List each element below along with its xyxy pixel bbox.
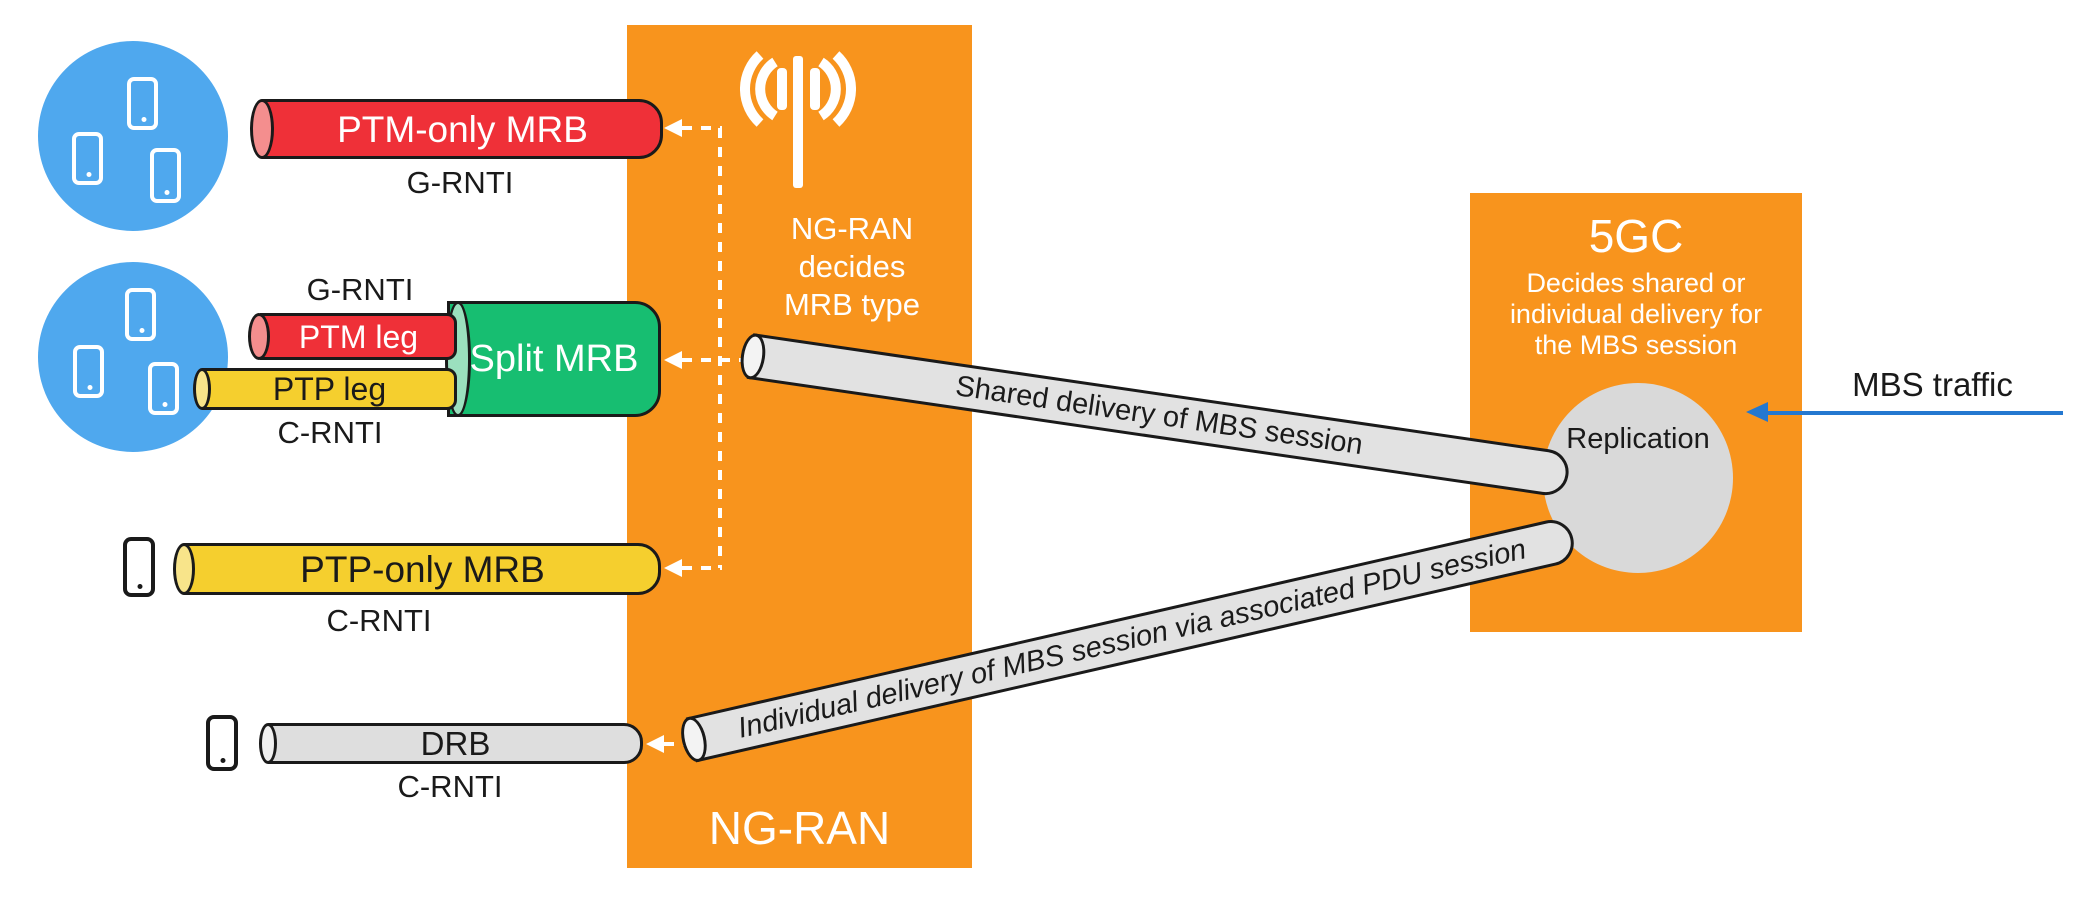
bearer-ptp-only-cap	[173, 543, 195, 595]
phone-icon	[125, 288, 156, 341]
ng-ran-label: NG-RAN	[708, 802, 891, 854]
dashed-connector-to-drb	[664, 742, 690, 746]
ptm-only-rnti-label: G-RNTI	[406, 164, 514, 200]
phone-icon	[127, 77, 158, 130]
dashed-arrowhead-ptp-only	[664, 559, 682, 577]
ptm-leg-rnti-label: G-RNTI	[306, 271, 414, 307]
bearer-drb: DRB	[268, 723, 643, 764]
dashed-connector-to-ptp-only	[682, 566, 722, 570]
dashed-arrowhead-split	[664, 351, 682, 369]
5gc-note-line3: the MBS session	[1534, 329, 1738, 360]
dashed-connector-to-split	[682, 358, 744, 362]
bearer-ptm-only-label: PTM-only MRB	[337, 108, 588, 150]
5gc-note-line1: Decides shared or	[1526, 267, 1746, 298]
cell-tower-icon	[740, 51, 856, 188]
5gc-title: 5GC	[1588, 210, 1684, 262]
mbs-traffic-arrow-line	[1766, 411, 2063, 415]
phone-icon	[148, 362, 179, 415]
dashed-connector-to-ptm-only	[682, 126, 722, 130]
ng-ran-note-line1: NG-RAN	[790, 211, 914, 246]
phone-icon	[123, 537, 155, 597]
ptp-leg-label: PTP leg	[272, 371, 387, 407]
dashed-arrowhead-ptm-only	[664, 119, 682, 137]
dashed-connector-trunk	[718, 128, 722, 568]
phone-icon	[206, 715, 238, 771]
bearer-split-mrb: Split MRB	[447, 301, 661, 417]
bearer-split-label: Split MRB	[469, 338, 639, 380]
dashed-arrowhead-drb	[646, 735, 664, 753]
replication-circle	[1543, 383, 1733, 573]
ng-ran-note: NG-RAN decides MRB type	[722, 207, 982, 327]
ptp-leg-rnti-label: C-RNTI	[277, 414, 383, 450]
bearer-ptp-only-mrb: PTP-only MRB	[184, 543, 661, 595]
bearer-ptm-leg: PTM leg	[260, 313, 457, 360]
ptp-leg-cap	[193, 368, 211, 410]
phone-icon	[73, 345, 104, 398]
5gc-note-line2: individual delivery for	[1509, 298, 1763, 329]
mbs-traffic-arrowhead	[1746, 402, 1768, 422]
replication-label: Replication	[1566, 422, 1710, 455]
ptm-leg-label: PTM leg	[298, 318, 419, 355]
5gc-note: Decides shared or individual delivery fo…	[1470, 266, 1802, 362]
bearer-drb-label: DRB	[420, 725, 491, 762]
bearer-ptm-only-mrb: PTM-only MRB	[262, 99, 663, 159]
tube-shared-label: Shared delivery of MBS session	[953, 369, 1365, 461]
phone-icon	[72, 132, 103, 185]
ng-ran-note-line3: MRB type	[783, 287, 921, 322]
ng-ran-note-line2: decides	[798, 249, 906, 284]
ptm-leg-cap	[248, 313, 270, 360]
bearer-ptp-leg: PTP leg	[202, 368, 457, 410]
bearer-drb-cap	[259, 723, 277, 764]
ue-group-circle-ptm	[38, 41, 228, 231]
ptp-only-rnti-label: C-RNTI	[326, 602, 432, 638]
drb-rnti-label: C-RNTI	[397, 768, 503, 804]
mbs-traffic-label: MBS traffic	[1852, 365, 2013, 403]
phone-icon	[150, 148, 181, 203]
bearer-ptm-only-cap	[250, 99, 274, 159]
bearer-ptp-only-label: PTP-only MRB	[300, 548, 545, 590]
